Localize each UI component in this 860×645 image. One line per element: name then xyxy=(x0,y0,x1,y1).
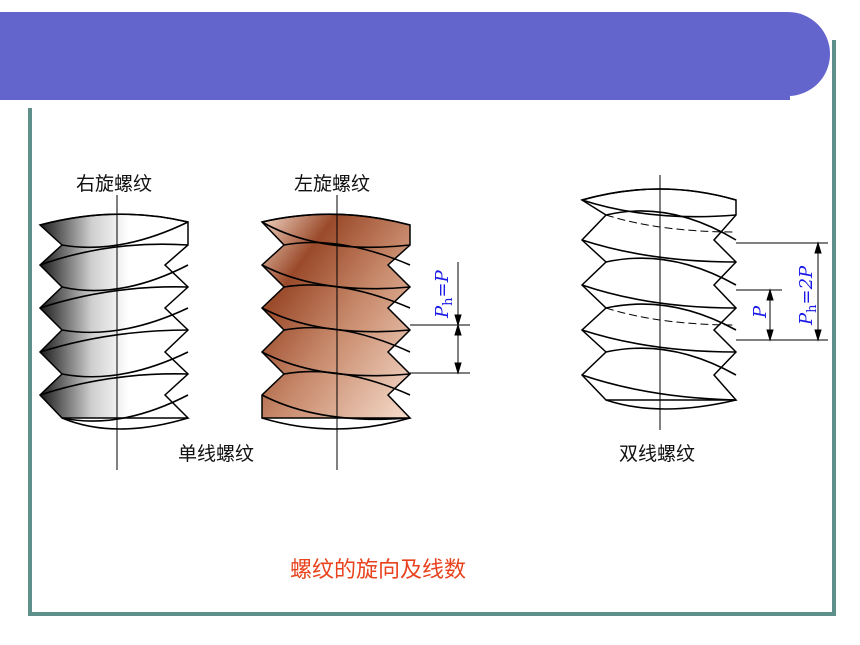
right-hand-thread-body xyxy=(38,195,190,470)
frame-left-border xyxy=(28,108,32,616)
label-left-hand-thread: 左旋螺纹 xyxy=(294,173,371,195)
formula-single-lead: Ph=P xyxy=(432,269,456,319)
left-hand-thread-body xyxy=(260,195,412,470)
formula-double-lead: Ph=2P xyxy=(796,265,820,326)
formula-pitch: P xyxy=(750,305,771,319)
frame-right-border xyxy=(832,40,836,616)
single-lead-dimension xyxy=(410,262,470,375)
label-right-hand-thread: 右旋螺纹 xyxy=(76,173,153,195)
figure-caption: 螺纹的旋向及线数 xyxy=(290,558,467,583)
title-banner xyxy=(0,12,830,96)
double-start-thread-body xyxy=(580,175,738,430)
label-single-start: 单线螺纹 xyxy=(178,443,255,465)
frame-bottom-border xyxy=(28,612,836,616)
double-lead-dimension xyxy=(736,241,828,342)
banner-underline xyxy=(0,96,790,100)
label-double-start: 双线螺纹 xyxy=(619,443,696,465)
